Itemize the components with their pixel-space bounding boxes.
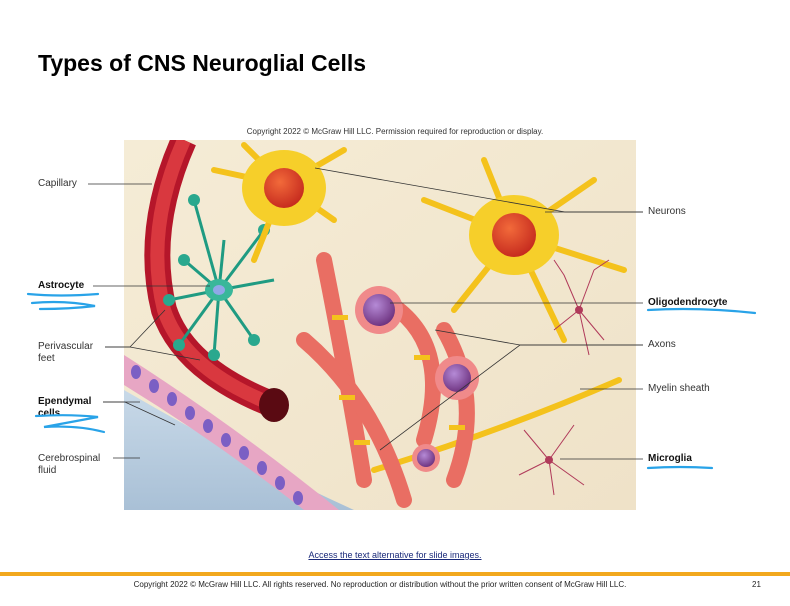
page-number: 21 (752, 580, 761, 589)
slide-title: Types of CNS Neuroglial Cells (38, 50, 367, 76)
label-capillary: Capillary (38, 178, 77, 189)
label-microglia: Microglia (648, 453, 692, 464)
text-alternative-link[interactable]: Access the text alternative for slide im… (308, 550, 482, 560)
label-oligodendrocyte: Oligodendrocyte (648, 297, 728, 308)
label-ependymal-line2: cells (38, 408, 61, 419)
label-perivascular-line2: feet (38, 353, 55, 364)
neuroglia-illustration (124, 140, 636, 510)
footer-copyright: Copyright 2022 © McGraw Hill LLC. All ri… (133, 580, 627, 589)
figure-copyright: Copyright 2022 © McGraw Hill LLC. Permis… (246, 127, 544, 136)
label-csf-line2: fluid (38, 465, 57, 476)
label-neurons: Neurons (648, 206, 686, 217)
label-perivascular-line1: Perivascular (38, 341, 94, 352)
label-csf-line1: Cerebrospinal (38, 453, 101, 464)
label-axons: Axons (648, 339, 676, 350)
footer-accent-bar (0, 572, 790, 576)
label-ependymal-line1: Ependymal (38, 396, 92, 407)
label-astrocyte: Astrocyte (38, 280, 85, 291)
label-myelin-sheath: Myelin sheath (648, 383, 710, 394)
